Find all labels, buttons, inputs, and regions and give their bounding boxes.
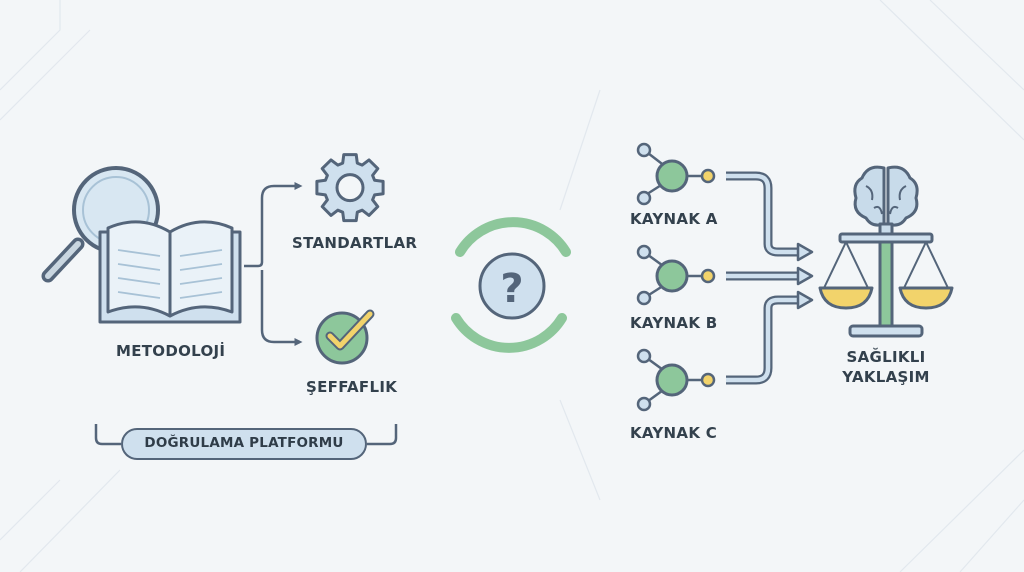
cycle-arrows-icon <box>451 217 571 353</box>
branch-arrows <box>244 182 303 346</box>
scale-icon <box>818 232 954 338</box>
standards-label: STANDARTLAR <box>292 234 418 252</box>
brain-icon <box>853 165 919 236</box>
platform-bracket <box>94 424 398 446</box>
verification-platform-badge: DOĞRULAMA PLATFORMU <box>121 428 367 460</box>
source-node-c <box>636 348 716 412</box>
gear-icon <box>315 153 385 223</box>
source-node-b <box>636 244 716 306</box>
methodology-label: METODOLOJİ <box>116 342 226 360</box>
question-circle: ? <box>478 252 546 320</box>
healthy-label: SAĞLIKLI <box>846 348 926 366</box>
merge-arrows <box>726 171 814 385</box>
source-a-label: KAYNAK A <box>630 210 718 228</box>
open-book-icon <box>98 220 242 324</box>
question-mark-icon: ? <box>500 266 523 312</box>
checkmark-icon <box>315 309 375 365</box>
source-b-label: KAYNAK B <box>630 314 718 332</box>
transparency-label: ŞEFFAFLIK <box>306 378 398 396</box>
approach-label: YAKLAŞIM <box>842 368 930 386</box>
source-node-a <box>636 142 716 206</box>
source-c-label: KAYNAK C <box>630 424 718 442</box>
